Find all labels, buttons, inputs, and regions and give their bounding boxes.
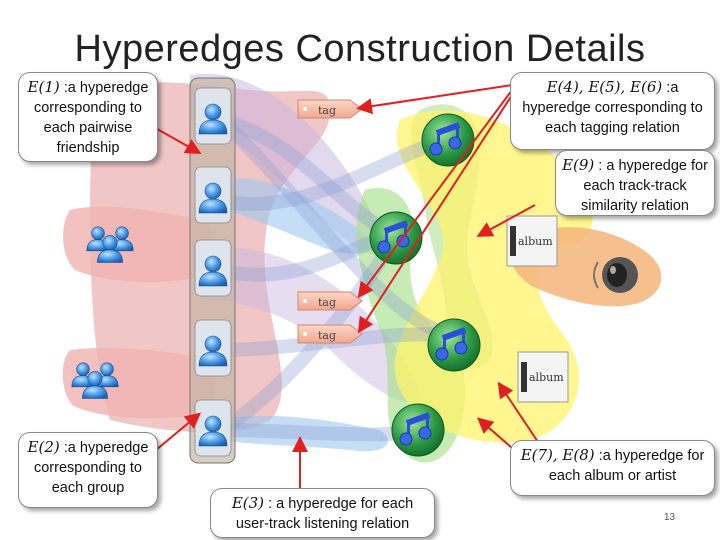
callout-tagging-text: :a hyperedge corresponding to each taggi… <box>522 80 703 136</box>
hyperedge-listening <box>220 178 389 452</box>
callout-listening: E(3) : a hyperedge for each user-track l… <box>210 488 435 538</box>
tag-node-3: tag <box>297 324 363 344</box>
album-label-1: album <box>518 235 553 248</box>
tag-label-2: tag <box>318 296 336 309</box>
tag-node-1: tag <box>297 99 363 119</box>
callout-album-artist: E(7), E(8) :a hyperedge for each album o… <box>510 440 715 496</box>
callout-album-artist-text: :a hyperedge for each album or artist <box>548 448 705 484</box>
tag-label-1: tag <box>318 104 336 117</box>
callout-similarity: E(9) : a hyperedge for each track-track … <box>555 150 715 216</box>
music-note-icon <box>369 211 423 265</box>
group-member-icon <box>95 362 119 388</box>
group-nodes <box>71 226 134 399</box>
hyperedge-group <box>63 206 215 282</box>
group-icon <box>86 226 134 263</box>
callout-group-text: :a hyperedge corresponding to each group <box>33 440 149 496</box>
callout-tagging: E(4), E(5), E(6) :a hyperedge correspond… <box>510 72 715 150</box>
callout-friendship-text: :a hyperedge corresponding to each pairw… <box>33 80 149 156</box>
page-number: 13 <box>664 512 676 523</box>
tag-node-2: tag <box>297 291 363 311</box>
music-note-icon <box>391 403 445 457</box>
callout-friendship: E(1) :a hyperedge corresponding to each … <box>18 72 158 162</box>
callout-group-symbol: E(2) <box>27 438 60 456</box>
user-icon <box>198 182 228 214</box>
callout-arrows <box>149 84 541 488</box>
album-node-2: album <box>517 351 569 403</box>
callout-listening-symbol: E(3) <box>231 494 265 512</box>
callout-similarity-symbol: E(9) <box>562 156 595 174</box>
callout-tagging-symbol: E(4), E(5), E(6) <box>546 78 663 96</box>
callout-friendship-symbol: E(1) <box>27 78 60 96</box>
user-nodes <box>194 87 232 457</box>
callout-album-artist-symbol: E(7), E(8) <box>520 446 595 464</box>
album-node-1: album <box>506 215 558 267</box>
speaker-icon <box>593 257 638 293</box>
group-icon <box>71 362 119 399</box>
hyperedge-group-2 <box>62 348 215 418</box>
group-member-icon <box>82 371 108 399</box>
music-note-icon <box>421 113 475 167</box>
music-note-icon <box>427 318 481 372</box>
user-icon <box>198 103 228 135</box>
track-nodes <box>369 113 481 457</box>
hyperedge-tagging <box>190 73 381 254</box>
page-title: Hyperedges Construction Details <box>74 28 646 70</box>
tag-label-3: tag <box>318 329 336 342</box>
callout-similarity-text: : a hyperedge for each track-track simil… <box>581 158 708 214</box>
user-icon <box>198 255 228 287</box>
user-icon <box>198 415 228 447</box>
album-label-2: album <box>529 371 564 384</box>
callout-listening-text: : a hyperedge for each user-track listen… <box>235 496 414 532</box>
user-icon <box>198 335 228 367</box>
group-member-icon <box>97 235 123 263</box>
callout-group: E(2) :a hyperedge corresponding to each … <box>18 432 158 508</box>
